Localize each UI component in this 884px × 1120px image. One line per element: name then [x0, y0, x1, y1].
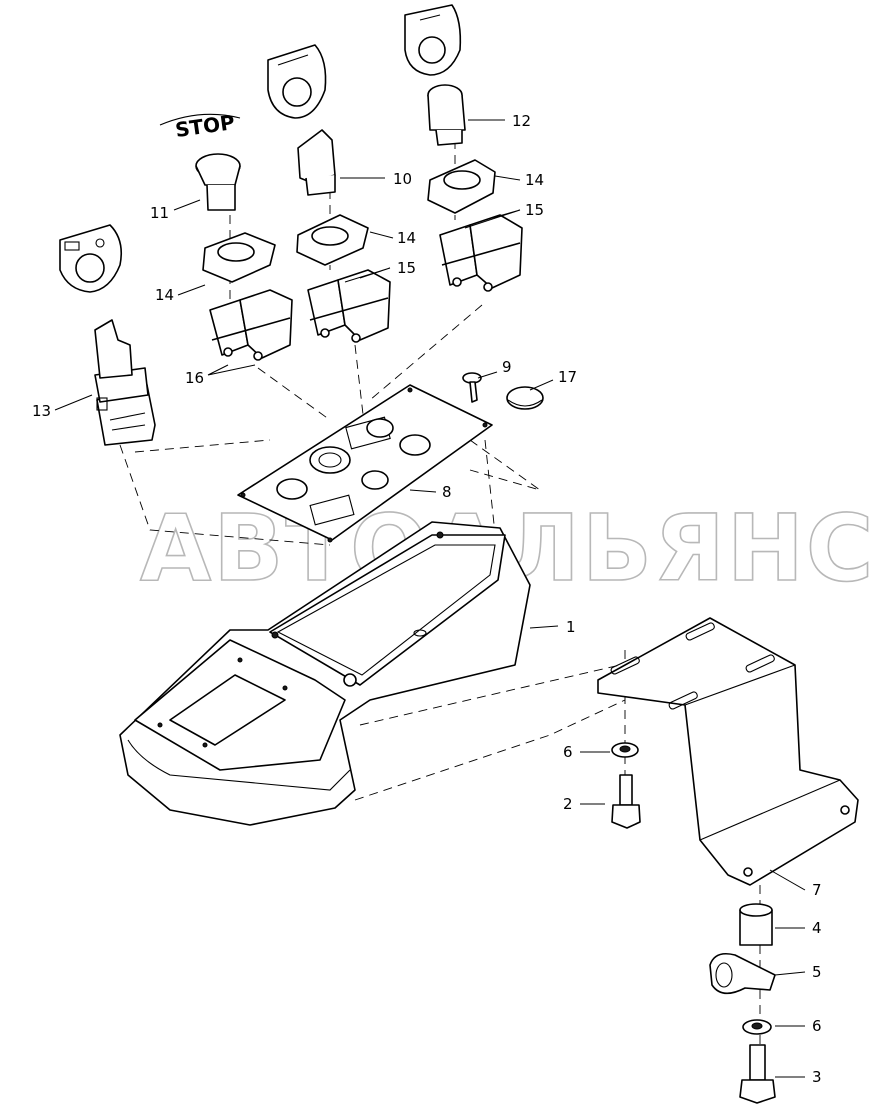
adapter-14b: [296, 214, 369, 266]
screw-9: [462, 372, 482, 403]
callout-17: 17: [558, 368, 577, 386]
push-button-12: [427, 84, 466, 146]
callout-8: 8: [442, 483, 452, 501]
callout-7: 7: [812, 881, 822, 899]
adapter-14c: [427, 159, 496, 214]
leader-lines: [54, 119, 806, 1078]
decal-horn: [404, 4, 462, 76]
callout-15b: 15: [525, 201, 544, 219]
decal-middle: [267, 44, 327, 119]
plug-17: [506, 386, 544, 410]
console-housing: [119, 521, 531, 826]
callout-4: 4: [812, 919, 822, 937]
callout-11: 11: [150, 204, 169, 222]
stop-button-11: [195, 153, 241, 211]
bolt-3: [739, 1044, 776, 1104]
callout-15a: 15: [397, 259, 416, 277]
callout-9: 9: [502, 358, 512, 376]
clamp-5: [709, 952, 776, 995]
bolt-2: [611, 774, 641, 829]
callout-13: 13: [32, 402, 51, 420]
callout-14a: 14: [155, 286, 174, 304]
stop-label: STOP: [174, 110, 236, 142]
callout-12: 12: [512, 112, 531, 130]
callout-5: 5: [812, 963, 822, 981]
spacer-4: [739, 903, 773, 946]
washer-6a: [611, 742, 639, 758]
panel-plate: [237, 384, 493, 543]
callout-10: 10: [393, 170, 412, 188]
bracket-7: [597, 617, 859, 886]
decal-stop: STOP: [159, 110, 241, 142]
rotary-switch-13: [94, 319, 156, 446]
selector-knob-10: [297, 129, 336, 196]
callout-16: 16: [185, 369, 204, 387]
washer-6b: [742, 1019, 772, 1035]
callout-labels: 1 2 3 4 5 6 6 7 8 9 10 11 12 13 14 14 14…: [32, 112, 822, 1086]
callout-3: 3: [812, 1068, 822, 1086]
callout-2: 2: [563, 795, 573, 813]
contact-blocks-15a: [307, 269, 391, 343]
adapter-14a: [202, 232, 276, 283]
callout-6b: 6: [812, 1017, 822, 1035]
contact-blocks-16: [209, 289, 293, 361]
decal-rotary: [59, 224, 123, 293]
contact-blocks-15b: [439, 214, 523, 292]
callout-1: 1: [566, 618, 576, 636]
callout-14b: 14: [397, 229, 416, 247]
callout-14c: 14: [525, 171, 544, 189]
callout-6a: 6: [563, 743, 573, 761]
